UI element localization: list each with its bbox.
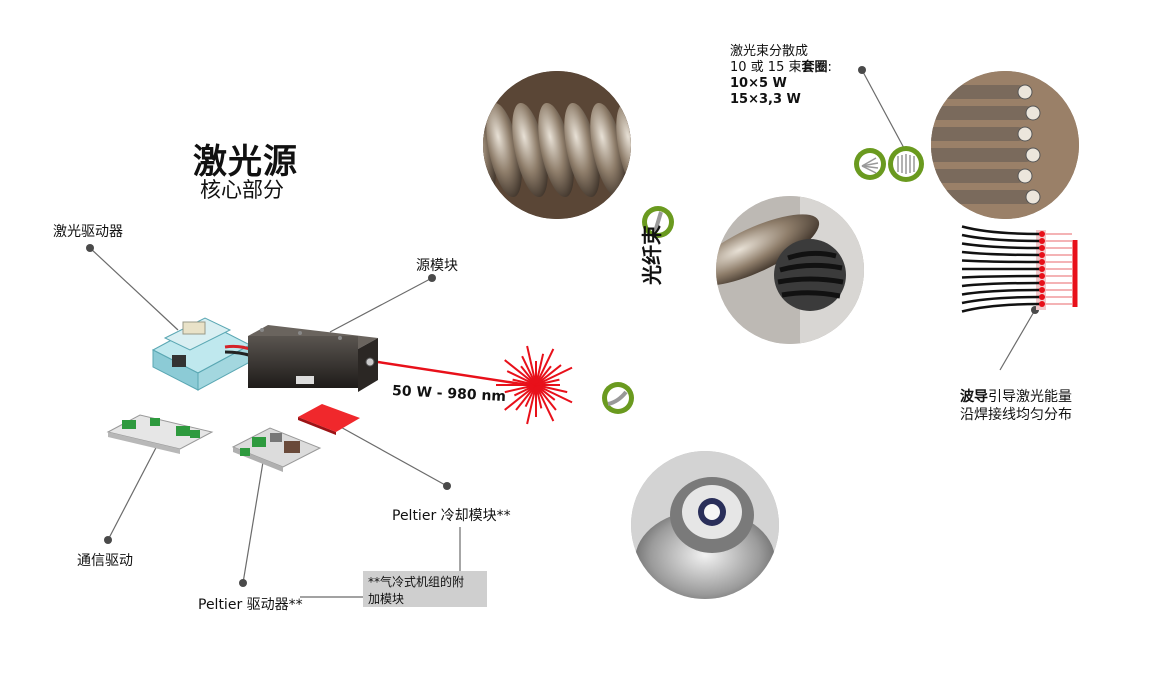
fiber-icon-bent	[602, 382, 634, 414]
photo-fiber-cable	[483, 71, 631, 219]
split-line-4: 15×3,3 W	[730, 92, 801, 107]
laser-burst	[496, 345, 573, 425]
note-line-2: 加模块	[368, 592, 405, 606]
fiber-icon-straight	[642, 206, 674, 238]
peltier-module-plate	[298, 404, 360, 435]
photo-fiber-end	[716, 196, 864, 344]
guide-bold: 波导	[960, 389, 988, 405]
label-source-module: 源模块	[416, 258, 458, 274]
comm-driver-board	[106, 414, 214, 454]
fiber-bundle-icon	[888, 146, 924, 182]
guide-line-1: 引导激光能量	[988, 389, 1072, 405]
label-fiber-bundle: 光纤束	[640, 225, 664, 285]
laser-driver-board	[151, 317, 253, 391]
leader-dots	[86, 66, 1039, 587]
split-line-3: 10×5 W	[730, 76, 787, 91]
label-peltier-driver: Peltier 驱动器**	[198, 597, 303, 613]
split-line-2a: 10 或 15 束	[730, 60, 802, 75]
split-line-1: 激光束分散成	[730, 44, 809, 59]
source-module-box	[248, 325, 378, 392]
page-title: 激光源	[193, 142, 298, 182]
photo-ferrule	[631, 451, 779, 599]
photo-fiber-split	[931, 71, 1079, 219]
note-line-1: **气冷式机组的附	[368, 575, 465, 589]
waveguide-description: 波导引导激光能量 沿焊接线均匀分布	[960, 388, 1072, 424]
laser-beam	[377, 360, 529, 387]
page-subtitle: 核心部分	[200, 178, 284, 202]
label-peltier-module: Peltier 冷却模块**	[392, 508, 511, 524]
label-comm-driver: 通信驱动	[77, 553, 133, 569]
waveguide-illustration	[961, 225, 1078, 313]
fiber-split-icon	[854, 148, 886, 180]
guide-line-2: 沿焊接线均匀分布	[960, 407, 1072, 423]
split-line-2c: :	[827, 60, 832, 75]
label-laser-driver: 激光驱动器	[53, 224, 123, 240]
split-line-2b: 套圈	[801, 60, 828, 75]
air-cooled-note: **气冷式机组的附 加模块	[363, 571, 487, 607]
split-description: 激光束分散成 10 或 15 束套圈: 10×5 W 15×3,3 W	[730, 44, 832, 108]
peltier-driver-board	[231, 427, 322, 472]
